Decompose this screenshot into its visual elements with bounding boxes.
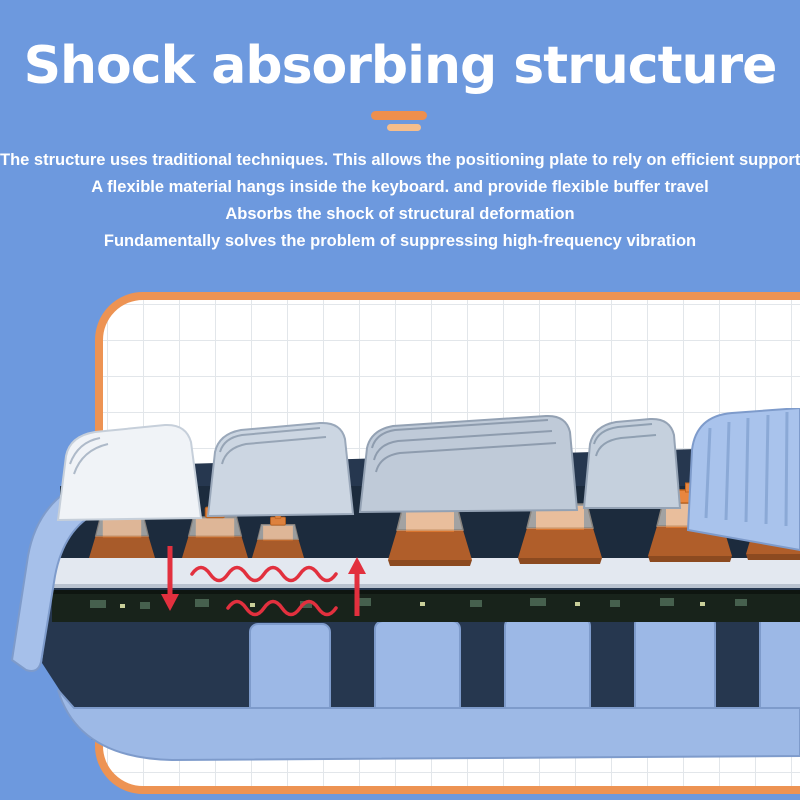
keycap (582, 417, 682, 509)
description-line: The structure uses traditional technique… (0, 151, 800, 170)
keyboard-cross-section-illustration (10, 408, 800, 762)
description-line: A flexible material hangs inside the key… (91, 178, 709, 197)
keycap (206, 421, 355, 518)
description-line: Fundamentally solves the problem of supp… (103, 232, 697, 251)
case-right-shell (686, 408, 800, 552)
case-bottom (57, 689, 800, 762)
page-title: Shock absorbing structure (23, 36, 778, 96)
divider-bar-icon (371, 111, 427, 121)
support-columns (249, 613, 800, 729)
up-arrow-icon (348, 557, 366, 616)
keycap (56, 423, 203, 522)
title-divider (365, 111, 435, 133)
down-arrow-icon (161, 546, 179, 611)
divider-bar-icon (387, 124, 421, 132)
keycap-row (56, 408, 800, 552)
description: The structure uses traditional technique… (0, 147, 800, 255)
vibration-wave-icon (190, 565, 338, 583)
description-line: Absorbs the shock of structural deformat… (225, 205, 575, 224)
case-left-shell (10, 466, 132, 672)
header: Shock absorbing structure The structure … (0, 0, 800, 255)
shock-annotations (161, 546, 366, 617)
vibration-wave-icon (226, 599, 338, 617)
